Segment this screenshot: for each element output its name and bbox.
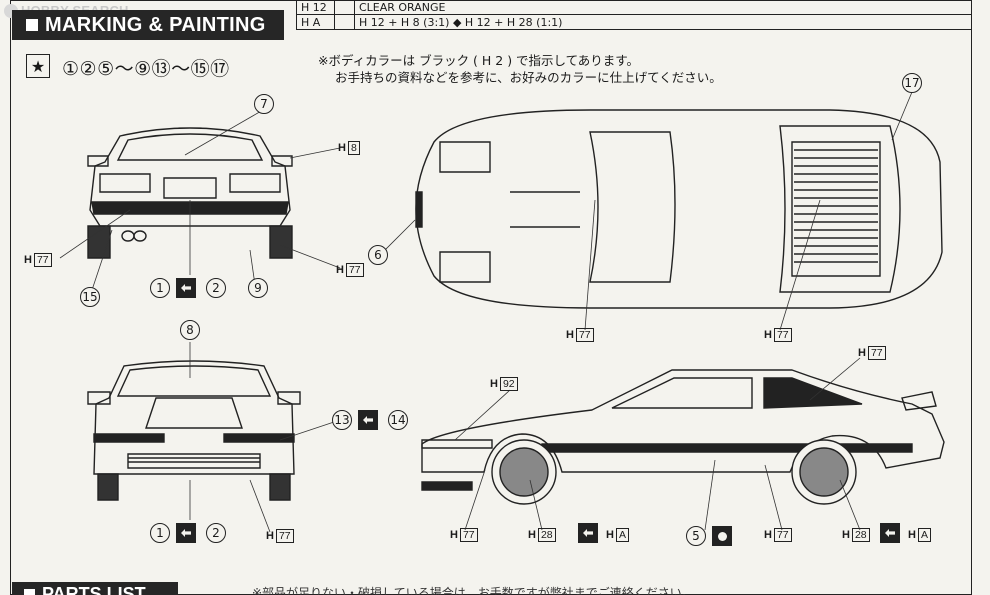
parts-list-title: PARTS LIST [42,583,146,595]
part-17-callout: 17 [902,73,922,93]
color-table-row: H 12 CLEAR ORANGE [297,0,972,15]
decal-arrow-icon [176,278,196,298]
car-top-view [415,109,943,309]
part-9-callout: 9 [248,278,268,298]
star-icon: ★ [26,54,50,78]
part-5-callout: 5 [686,526,706,546]
decal-circle-icon [712,526,732,546]
note-line-1: ※ボディカラーは ブラック ( H 2 ) で指示してあります。 [318,53,640,68]
part-2-callout: 2 [206,523,226,543]
part-1-callout: 1 [150,523,170,543]
part-15-callout: 15 [80,287,100,307]
part-1-callout: 1 [150,278,170,298]
section-title: MARKING & PAINTING [45,13,266,36]
parts-list-note: ※部品が足りない・破損している場合は、お手数ですが弊社までご連絡ください。 [252,586,694,595]
color-table-row: H A H 12 + H 8 (3:1) ◆ H 12 + H 28 (1:1) [297,15,972,30]
header-square-icon [24,588,35,595]
color-mix: CLEAR ORANGE [358,0,446,14]
decal-arrow-icon [358,410,378,430]
car-rear-view [87,127,293,259]
part-2-callout: 2 [206,278,226,298]
decal-arrow-icon [880,523,900,543]
parts-list-header: PARTS LIST [12,582,178,595]
part-ranges: ①②⑤〜⑨⑬〜⑮⑰ [62,58,230,80]
header-square-icon [26,19,38,31]
body-color-note: ※ボディカラーは ブラック ( H 2 ) で指示してあります。 お手持ちの資料… [318,52,722,86]
part-14-callout: 14 [388,410,408,430]
part-8-callout: 8 [180,320,200,340]
decal-arrow-icon [176,523,196,543]
note-line-2: お手持ちの資料などを参考に、お好みのカラーに仕上げてください。 [335,70,722,85]
car-front-view [87,360,301,501]
decal-arrow-icon [578,523,598,543]
color-mix: H 12 + H 8 (3:1) ◆ H 12 + H 28 (1:1) [358,15,563,29]
color-mark [335,15,355,29]
color-code: H A [297,15,335,29]
color-mark [335,0,355,14]
color-code: H 12 [297,0,335,14]
part-6-callout: 6 [368,245,388,265]
color-table: H 12 CLEAR ORANGE H A H 12 + H 8 (3:1) ◆… [296,0,972,30]
part-13-callout: 13 [332,410,352,430]
marking-painting-header: MARKING & PAINTING [12,10,284,40]
part-7-callout: 7 [254,94,274,114]
